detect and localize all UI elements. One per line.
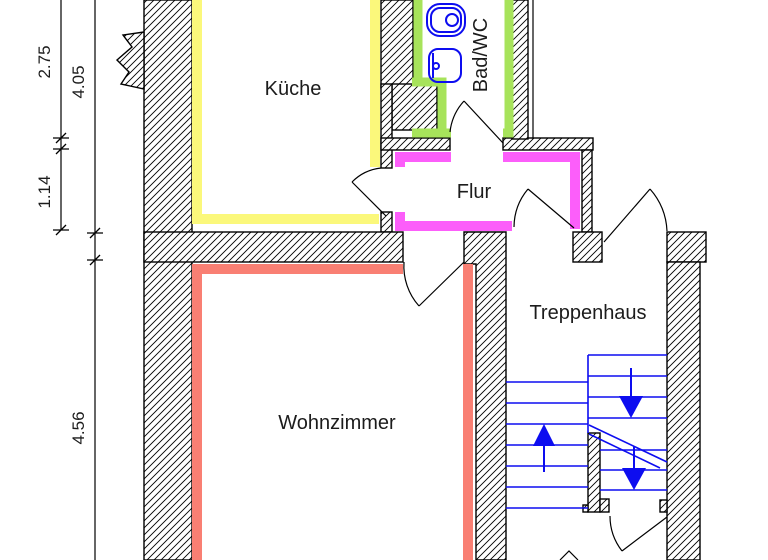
dimension-ticks-inner: [53, 132, 69, 236]
door-swing-bad: [449, 100, 504, 144]
toilet-icon: [426, 3, 466, 37]
stairs: [506, 354, 668, 509]
door-swing-bottom-cut: [559, 550, 579, 560]
walls: [115, 0, 707, 560]
wall-break-bump: [115, 31, 145, 90]
stair-cut-line: [588, 424, 668, 469]
stair-down-arrow2-icon: [622, 468, 646, 490]
wall-treppenhaus-pillar-left: [572, 231, 603, 263]
wall-stair-spine: [587, 432, 601, 513]
wall-stair-spine-foot-right: [599, 498, 610, 513]
wall-bad-pilaster: [391, 83, 438, 131]
room-label-kueche: Küche: [265, 78, 322, 100]
room-label-flur: Flur: [457, 181, 492, 203]
room-label-treppenhaus: Treppenhaus: [529, 302, 646, 324]
wall-wohnzimmer-top: [143, 231, 404, 263]
door-swing-entry: [513, 188, 575, 229]
wall-kueche-flur: [380, 83, 393, 169]
wall-bottom-door-notch: [659, 499, 668, 513]
flur-outline: [395, 152, 580, 231]
kueche-outline: [192, 0, 380, 224]
wall-treppenhaus-right: [666, 261, 701, 560]
stair-down-arrow1-icon: [619, 396, 643, 418]
dimension-ticks-outer: [87, 227, 103, 266]
wall-kueche-door-stub: [380, 211, 393, 233]
door-swing-landing: [603, 188, 668, 243]
dimension-label-4-56: 4.56: [69, 411, 88, 444]
stair-arrows: [533, 396, 646, 490]
wall-flur-right: [581, 149, 593, 233]
wohnzimmer-outline: [192, 264, 473, 560]
wall-kueche-bad-upper: [380, 0, 414, 89]
doors: [351, 100, 668, 560]
dimension-lines: [53, 0, 103, 560]
dimension-label-2-75: 2.75: [35, 45, 54, 78]
door-swing-kueche: [351, 167, 387, 217]
bath-fixtures: [426, 3, 466, 83]
wall-bad-bottom-right: [502, 137, 594, 151]
wall-treppenhaus-pillar-right: [666, 231, 707, 263]
room-label-wohnzimmer: Wohnzimmer: [278, 412, 396, 434]
room-label-bad-wc: Bad/WC: [470, 18, 492, 92]
stair-steps-upper-right-flight: [587, 354, 667, 433]
sink-icon: [428, 48, 462, 83]
door-swing-wohnzimmer: [403, 261, 465, 307]
door-swing-treppenhaus-bottom: [609, 515, 668, 552]
wall-bad-right: [511, 0, 529, 140]
wall-left: [143, 0, 193, 560]
dimension-label-4-05: 4.05: [69, 65, 88, 98]
stair-up-arrow-icon: [533, 424, 555, 446]
wall-bad-bottom-left: [380, 137, 451, 151]
dimension-label-1-14: 1.14: [35, 175, 54, 208]
